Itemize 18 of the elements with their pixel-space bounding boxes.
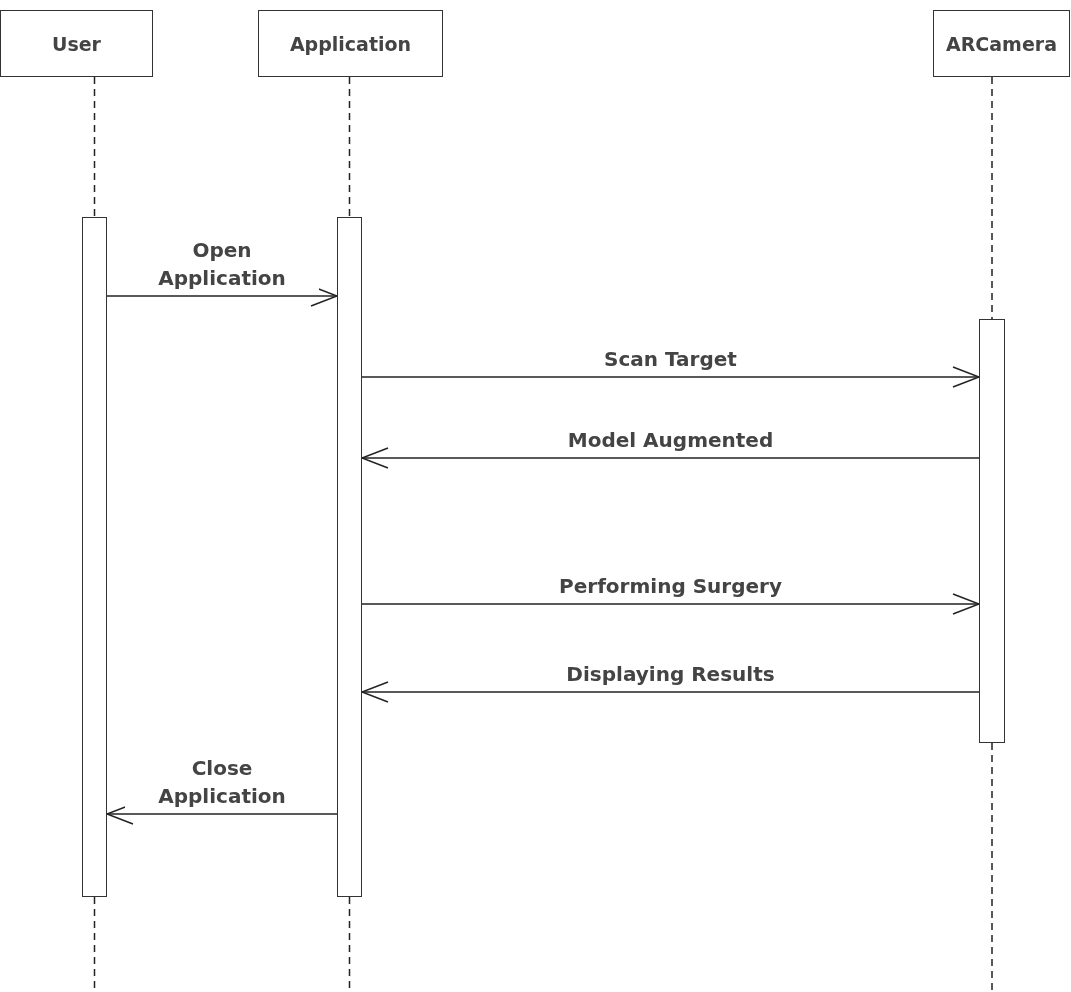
lifeline-head-box bbox=[258, 10, 443, 77]
activation-bar bbox=[82, 217, 107, 897]
lifeline bbox=[93, 76, 96, 218]
participant-name: Application bbox=[289, 32, 412, 55]
message-arrow bbox=[361, 447, 980, 469]
participant-name: User bbox=[52, 32, 101, 55]
activation-bar bbox=[337, 217, 362, 897]
message-arrow bbox=[106, 803, 338, 825]
lifeline bbox=[348, 76, 351, 218]
participant-name: ARCamera bbox=[946, 32, 1057, 55]
lifeline bbox=[991, 742, 993, 992]
message-arrow bbox=[361, 366, 980, 388]
lifeline bbox=[991, 76, 993, 320]
lifeline-head-box bbox=[0, 10, 153, 77]
message-arrow bbox=[361, 593, 980, 615]
lifeline-head-box bbox=[933, 10, 1070, 77]
activation-bar bbox=[979, 319, 1005, 743]
message-arrow bbox=[361, 681, 980, 703]
